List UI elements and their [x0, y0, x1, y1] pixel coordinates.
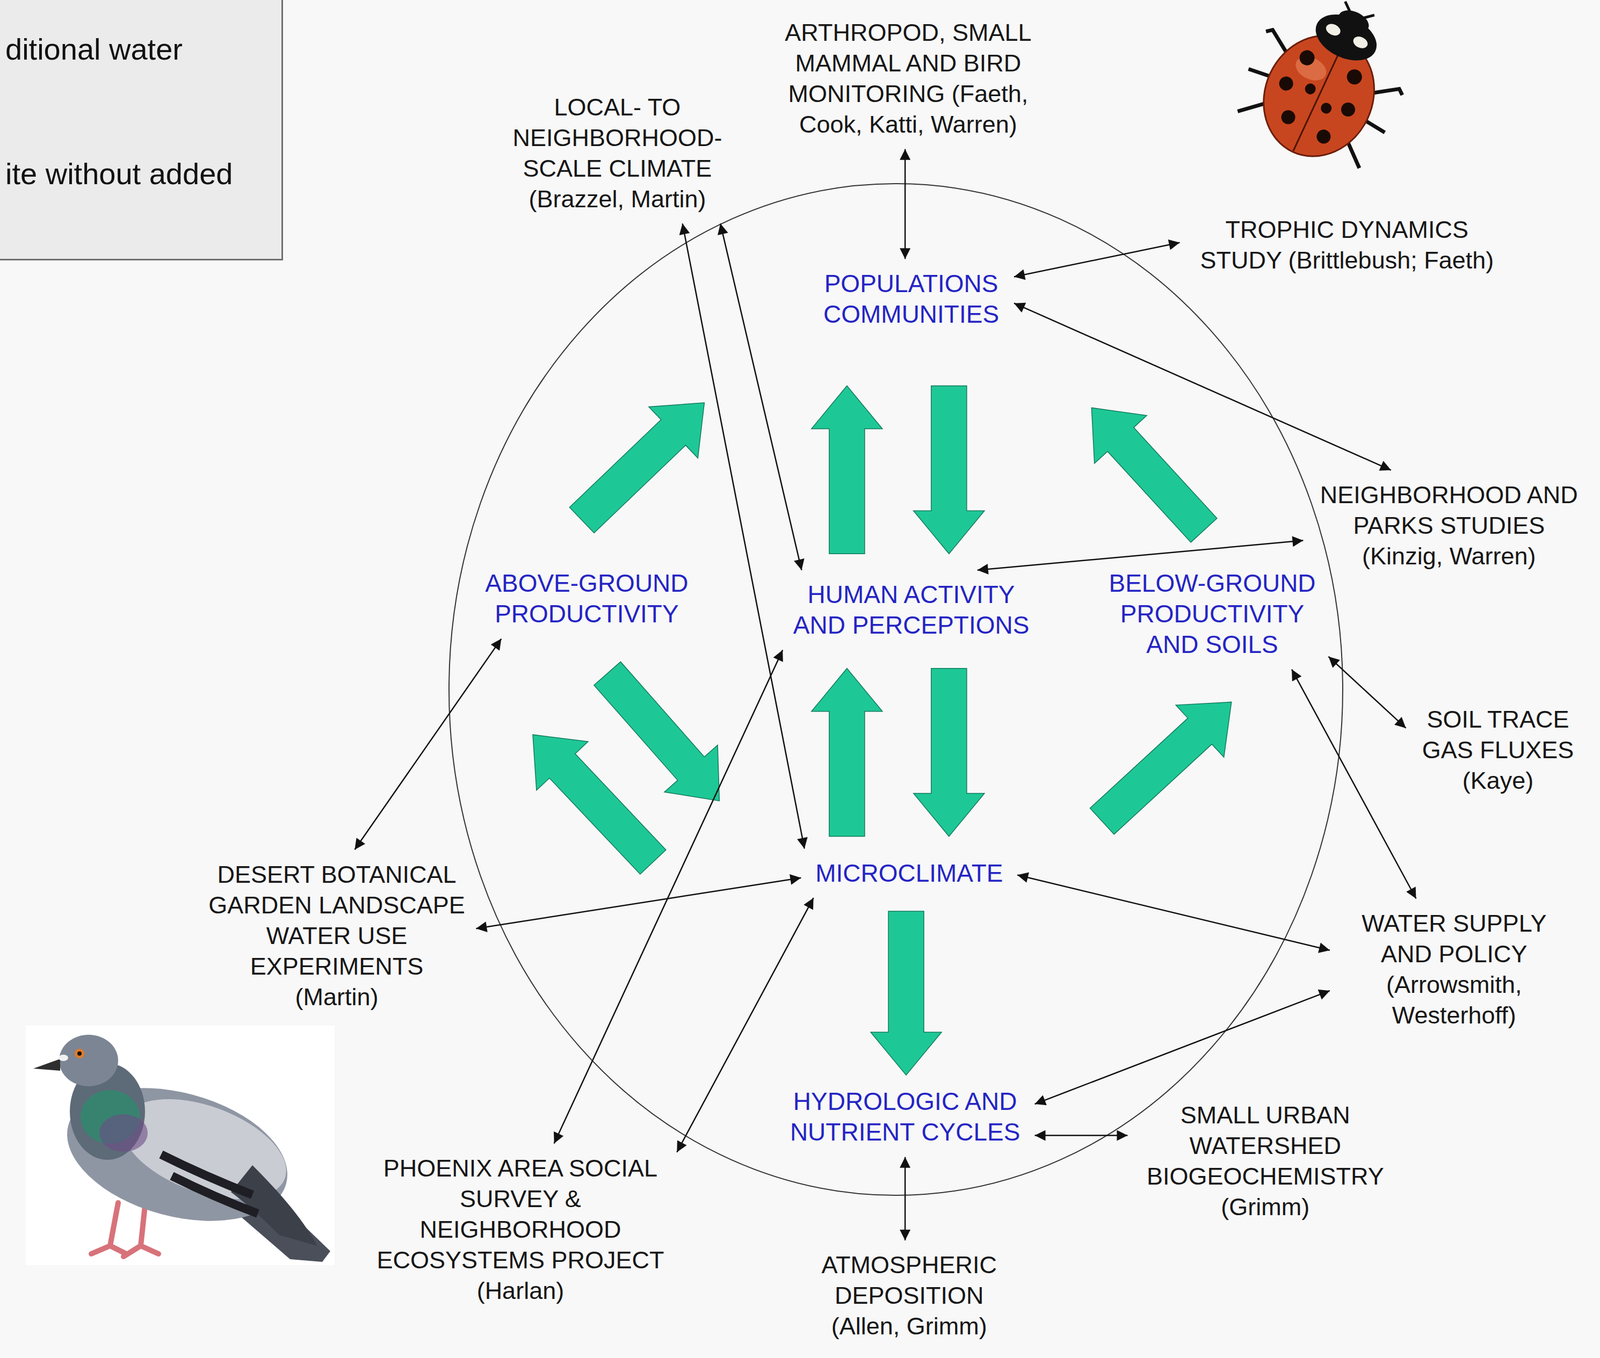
ladybug-spot	[1338, 100, 1358, 120]
ladybug-spot	[1344, 67, 1365, 88]
study-label: DESERT BOTANICAL GARDEN LANDSCAPE WATER …	[203, 856, 470, 1016]
pigeon-wing-bars	[161, 1154, 258, 1214]
pigeon-eye	[74, 1048, 85, 1059]
study-label: LOCAL- TO NEIGHBORHOOD- SCALE CLIMATE (B…	[498, 88, 736, 218]
link-arrow	[554, 650, 784, 1145]
pigeon-legs	[91, 1203, 159, 1257]
link-arrow	[904, 149, 907, 260]
pigeon-head	[59, 1034, 119, 1087]
study-text: DESERT BOTANICAL GARDEN LANDSCAPE WATER …	[206, 859, 467, 1013]
concept-label: MICROCLIMATE	[807, 855, 1012, 893]
flow-arrow	[870, 911, 942, 1076]
concept-text: ABOVE-GROUND PRODUCTIVITY	[479, 568, 694, 630]
study-text: ARTHROPOD, SMALL MAMMAL AND BIRD MONITOR…	[771, 17, 1045, 140]
study-label: SMALL URBAN WATERSHED BIOGEOCHEMISTRY (G…	[1133, 1096, 1397, 1226]
ladybug-head	[1335, 5, 1373, 38]
ladybug-patch	[1351, 34, 1370, 51]
flow-arrow	[811, 668, 883, 837]
study-text: TROPHIC DYNAMICS STUDY (Brittlebush; Fae…	[1189, 214, 1505, 276]
study-label: WATER SUPPLY AND POLICY (Arrowsmith, Wes…	[1335, 905, 1573, 1034]
link-arrow	[904, 1157, 907, 1241]
ladybug-picture	[1224, 0, 1428, 184]
ladybug-patch	[1323, 21, 1343, 38]
pigeon-picture	[25, 1025, 335, 1266]
concept-label: POPULATIONS COMMUNITIES	[814, 265, 1009, 333]
study-label: NEIGHBORHOOD AND PARKS STUDIES (Kinzig, …	[1309, 476, 1589, 575]
study-text: LOCAL- TO NEIGHBORHOOD- SCALE CLIMATE (B…	[502, 91, 733, 215]
study-label: SOIL TRACE GAS FLUXES (Kaye)	[1412, 700, 1584, 800]
ladybug-pronotum	[1308, 5, 1385, 70]
link-arrow	[1017, 874, 1330, 951]
study-text: WATER SUPPLY AND POLICY (Arrowsmith, Wes…	[1338, 908, 1569, 1031]
flow-arrow	[594, 661, 720, 801]
link-arrow	[1328, 656, 1406, 729]
link-arrow	[676, 898, 814, 1153]
concept-text: BELOW-GROUND PRODUCTIVITY AND SOILS	[1105, 568, 1320, 661]
concept-text: HUMAN ACTIVITY AND PERCEPTIONS	[788, 579, 1035, 641]
ladybug-spot	[1319, 100, 1334, 116]
study-label: TROPHIC DYNAMICS STUDY (Brittlebush; Fae…	[1185, 211, 1509, 279]
study-text: ATMOSPHERIC DEPOSITION (Allen, Grimm)	[810, 1249, 1009, 1342]
study-text: NEIGHBORHOOD AND PARKS STUDIES (Kinzig, …	[1312, 479, 1586, 572]
flow-arrow	[811, 385, 883, 554]
concept-text: MICROCLIMATE	[810, 858, 1009, 889]
link-arrow	[682, 223, 805, 849]
link-arrow	[1014, 242, 1180, 278]
flow-arrow	[1091, 407, 1218, 543]
study-text: SMALL URBAN WATERSHED BIOGEOCHEMISTRY (G…	[1137, 1099, 1394, 1223]
link-arrow	[720, 223, 802, 570]
study-label: ARTHROPOD, SMALL MAMMAL AND BIRD MONITOR…	[768, 13, 1048, 143]
concept-label: HYDROLOGIC AND NUTRIENT CYCLES	[781, 1083, 1029, 1151]
ladybug-spot	[1297, 47, 1317, 68]
flow-arrow	[532, 734, 666, 875]
legend-panel: ditional water ite without added	[0, 0, 284, 261]
connector-group	[354, 149, 1416, 1241]
concept-label: HUMAN ACTIVITY AND PERCEPTIONS	[785, 576, 1038, 644]
study-text: PHOENIX AREA SOCIAL SURVEY & NEIGHBORHOO…	[373, 1153, 668, 1307]
study-label: PHOENIX AREA SOCIAL SURVEY & NEIGHBORHOO…	[370, 1149, 671, 1310]
legend-text: ite without added	[5, 155, 282, 192]
pigeon-neck-sheen	[99, 1114, 148, 1153]
legend-text: ditional water	[5, 31, 282, 68]
flow-arrow	[1090, 701, 1232, 835]
flow-arrow	[913, 668, 985, 837]
ladybug-spot	[1278, 107, 1298, 127]
flow-arrow	[913, 385, 985, 554]
ladybug-spot	[1302, 81, 1318, 97]
ladybug-spot	[1314, 127, 1334, 147]
flow-arrow	[569, 402, 705, 533]
link-arrow	[354, 639, 502, 851]
pigeon-cere	[58, 1054, 69, 1062]
pigeon-beak	[33, 1059, 61, 1071]
concept-text: POPULATIONS COMMUNITIES	[817, 268, 1005, 330]
link-arrow	[475, 878, 801, 930]
pigeon-pupil	[77, 1051, 82, 1056]
ladybug-wing-line	[1293, 42, 1344, 151]
link-arrow	[1034, 990, 1330, 1105]
study-text: SOIL TRACE GAS FLUXES (Kaye)	[1415, 704, 1581, 796]
ladybug-spot	[1276, 74, 1296, 93]
link-arrow	[1291, 669, 1416, 900]
link-arrow	[977, 540, 1304, 571]
link-arrow	[1014, 303, 1392, 471]
concept-text: HYDROLOGIC AND NUTRIENT CYCLES	[784, 1086, 1026, 1148]
boundary-ellipse	[449, 183, 1343, 1196]
concept-label: ABOVE-GROUND PRODUCTIVITY	[476, 565, 697, 633]
pigeon-ground	[25, 1025, 335, 1266]
study-label: ATMOSPHERIC DEPOSITION (Allen, Grimm)	[807, 1246, 1012, 1345]
concept-label: BELOW-GROUND PRODUCTIVITY AND SOILS	[1102, 565, 1323, 664]
link-arrow	[1034, 1134, 1128, 1137]
